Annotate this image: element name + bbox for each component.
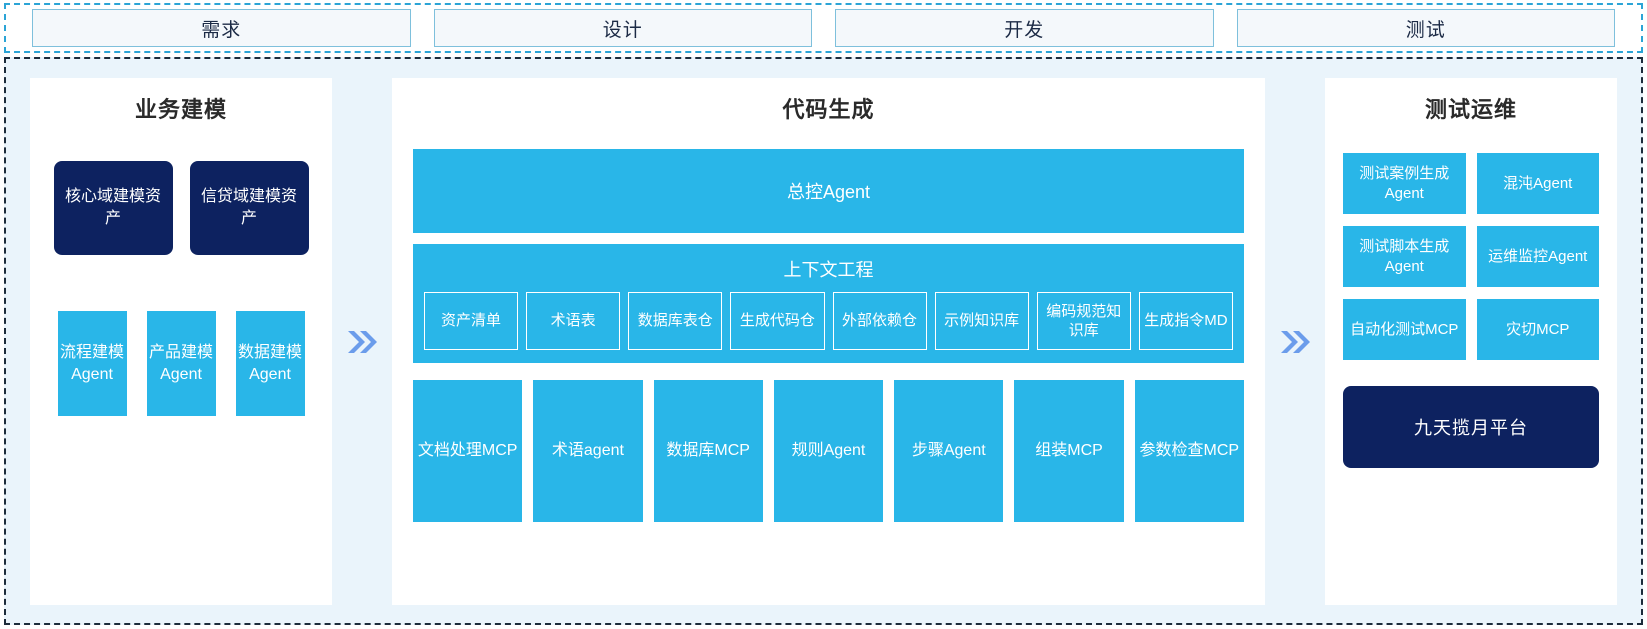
panel-test-operations: 测试运维 测试案例生成Agent 混沌Agent 测试脚本生成Agent 运维监… xyxy=(1325,78,1617,605)
context-items-row: 资产清单 术语表 数据库表仓 生成代码仓 外部依赖仓 xyxy=(424,292,1233,350)
business-agents-row: 流程建模Agent 产品建模Agent 数据建模Agent xyxy=(30,311,332,416)
phase-box-requirements[interactable]: 需求 xyxy=(32,9,411,47)
context-engineering-band: 上下文工程 资产清单 术语表 数据库表仓 生成代码仓 xyxy=(413,244,1244,363)
agent-label: 数据建模Agent xyxy=(237,343,302,383)
platform-box-jiutian-lanyue[interactable]: 九天揽月平台 xyxy=(1343,386,1599,468)
phase-box-testing[interactable]: 测试 xyxy=(1236,9,1615,47)
phase-box-development[interactable]: 开发 xyxy=(835,9,1214,47)
tool-label: 术语agent xyxy=(551,442,624,460)
asset-credit-domain[interactable]: 信贷域建模资产 xyxy=(189,161,309,255)
context-engineering-title: 上下文工程 xyxy=(783,260,874,280)
phase-box-design[interactable]: 设计 xyxy=(433,9,812,47)
panel-title-code-generation: 代码生成 xyxy=(782,97,875,122)
asset-label: 信贷域建模资产 xyxy=(200,188,297,227)
agent-label: 产品建模Agent xyxy=(148,343,213,383)
agent-label: 流程建模Agent xyxy=(59,343,124,383)
context-item-example-knowledge-base[interactable]: 示例知识库 xyxy=(934,292,1029,350)
context-item-label: 生成指令MD xyxy=(1144,312,1228,330)
test-item-label: 运维监控Agent xyxy=(1488,247,1588,265)
panel-title-business-modeling: 业务建模 xyxy=(134,97,227,122)
tool-label: 文档处理MCP xyxy=(417,442,518,460)
tool-assembly-mcp[interactable]: 组装MCP xyxy=(1014,380,1124,522)
test-operations-grid: 测试案例生成Agent 混沌Agent 测试脚本生成Agent 运维监控Agen… xyxy=(1325,153,1617,360)
context-item-label: 术语表 xyxy=(550,312,596,330)
panel-business-modeling: 业务建模 核心域建模资产 信贷域建模资产 流程建模Agent 产品建模Agent… xyxy=(30,78,332,605)
test-item-label: 测试脚本生成Agent xyxy=(1359,237,1450,275)
panel-code-generation: 代码生成 总控Agent 上下文工程 资产清单 术语表 xyxy=(392,78,1265,605)
main-area: 业务建模 核心域建模资产 信贷域建模资产 流程建模Agent 产品建模Agent… xyxy=(4,57,1643,625)
tool-glossary-agent[interactable]: 术语agent xyxy=(533,380,643,522)
platform-label: 九天揽月平台 xyxy=(1414,418,1528,438)
context-item-coding-standard-knowledge-base[interactable]: 编码规范知识库 xyxy=(1036,292,1131,350)
phase-strip: 需求 设计 开发 测试 xyxy=(4,3,1643,53)
master-agent-band[interactable]: 总控Agent xyxy=(413,149,1244,233)
panel-title-test-operations: 测试运维 xyxy=(1424,97,1517,122)
context-item-label: 生成代码仓 xyxy=(739,312,815,330)
phase-label: 需求 xyxy=(201,19,242,41)
phase-label: 开发 xyxy=(1004,19,1045,41)
test-item-label: 测试案例生成Agent xyxy=(1359,164,1450,202)
context-item-glossary[interactable]: 术语表 xyxy=(526,292,621,350)
tool-label: 规则Agent xyxy=(791,442,866,460)
agent-data-modeling[interactable]: 数据建模Agent xyxy=(235,311,305,416)
ops-monitoring-agent[interactable]: 运维监控Agent xyxy=(1476,226,1599,287)
test-item-label: 混沌Agent xyxy=(1503,174,1573,192)
arrow-code-to-test xyxy=(1265,78,1325,605)
context-item-generation-instruction-md[interactable]: 生成指令MD xyxy=(1138,292,1233,350)
test-script-generation-agent[interactable]: 测试脚本生成Agent xyxy=(1343,226,1466,287)
disaster-switch-mcp[interactable]: 灾切MCP xyxy=(1476,299,1599,360)
tool-parameter-check-mcp[interactable]: 参数检查MCP xyxy=(1134,380,1244,522)
context-item-label: 数据库表仓 xyxy=(637,312,713,330)
automated-test-mcp[interactable]: 自动化测试MCP xyxy=(1343,299,1466,360)
context-item-generated-code-repo[interactable]: 生成代码仓 xyxy=(730,292,825,350)
double-chevron-right-icon xyxy=(1281,330,1310,353)
double-chevron-right-icon xyxy=(348,330,377,353)
arrow-business-to-code xyxy=(332,78,392,605)
context-item-db-table-repo[interactable]: 数据库表仓 xyxy=(628,292,723,350)
agent-product-modeling[interactable]: 产品建模Agent xyxy=(146,311,216,416)
tool-database-mcp[interactable]: 数据库MCP xyxy=(653,380,763,522)
test-case-generation-agent[interactable]: 测试案例生成Agent xyxy=(1343,153,1466,214)
tool-document-processing-mcp[interactable]: 文档处理MCP xyxy=(413,380,523,522)
asset-core-domain[interactable]: 核心域建模资产 xyxy=(53,161,173,255)
context-item-asset-list[interactable]: 资产清单 xyxy=(424,292,519,350)
test-item-label: 灾切MCP xyxy=(1506,320,1570,338)
test-item-label: 自动化测试MCP xyxy=(1350,320,1459,338)
code-generation-body: 总控Agent 上下文工程 资产清单 术语表 数据库表仓 xyxy=(392,124,1265,532)
asset-label: 核心域建模资产 xyxy=(64,188,161,227)
tool-label: 步骤Agent xyxy=(911,442,986,460)
chaos-agent[interactable]: 混沌Agent xyxy=(1476,153,1599,214)
context-item-label: 编码规范知识库 xyxy=(1046,302,1122,339)
phase-label: 设计 xyxy=(602,19,643,41)
tool-step-agent[interactable]: 步骤Agent xyxy=(894,380,1004,522)
tool-rule-agent[interactable]: 规则Agent xyxy=(773,380,884,522)
context-item-external-dependency-repo[interactable]: 外部依赖仓 xyxy=(832,292,927,350)
tool-items-row: 文档处理MCP 术语agent 数据库MCP 规则Agent 步骤Agent xyxy=(413,380,1244,532)
context-item-label: 示例知识库 xyxy=(944,312,1020,330)
phase-label: 测试 xyxy=(1405,19,1446,41)
business-assets-row: 核心域建模资产 信贷域建模资产 xyxy=(30,161,332,255)
context-item-label: 资产清单 xyxy=(441,312,502,330)
context-item-label: 外部依赖仓 xyxy=(842,312,918,330)
tool-label: 数据库MCP xyxy=(666,442,750,460)
agent-process-modeling[interactable]: 流程建模Agent xyxy=(57,311,127,416)
tool-label: 组装MCP xyxy=(1035,442,1103,460)
tool-label: 参数检查MCP xyxy=(1139,442,1240,460)
master-agent-label: 总控Agent xyxy=(786,182,871,202)
